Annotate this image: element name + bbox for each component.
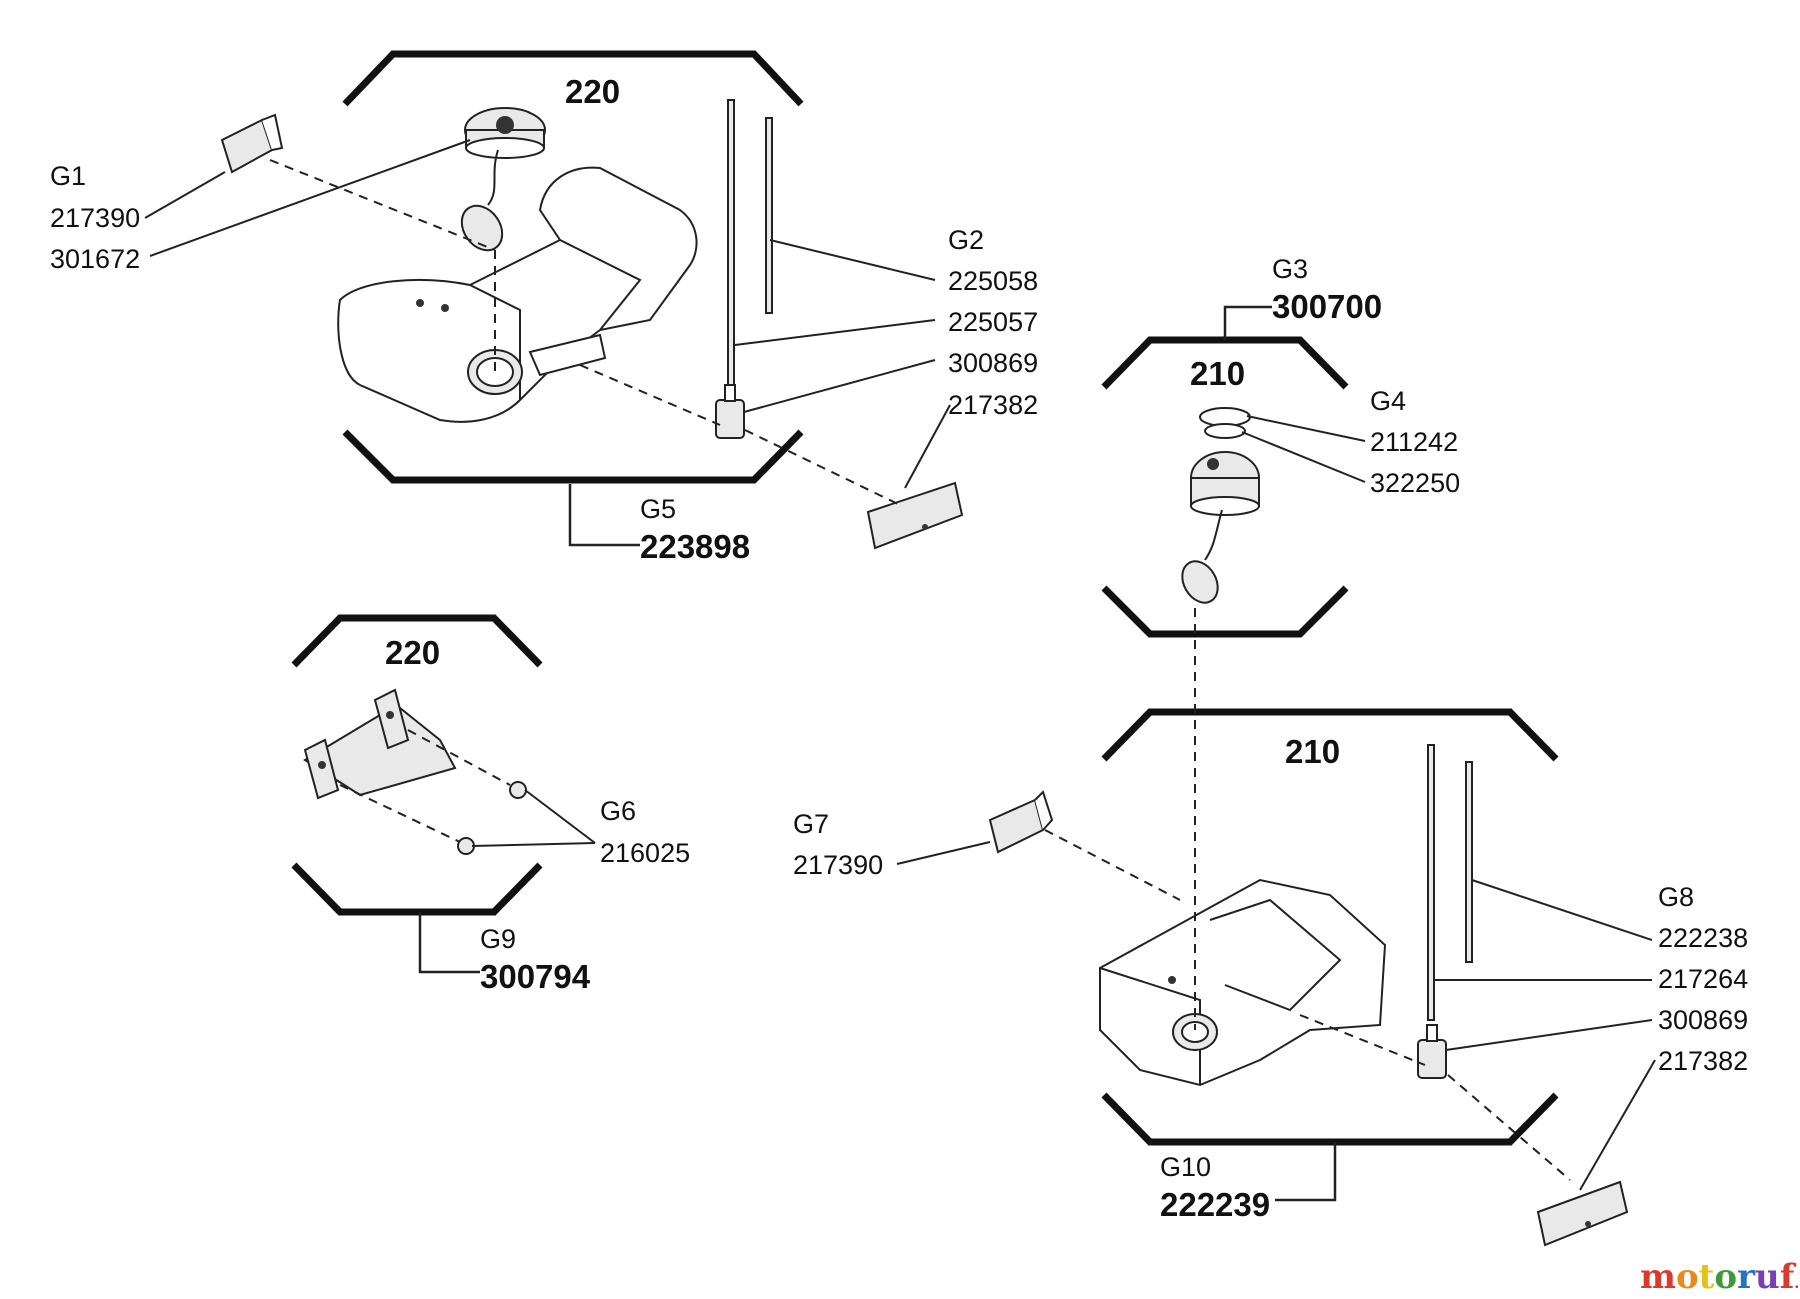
ref-g5: G5 bbox=[640, 494, 676, 524]
fuel-tank-icon bbox=[337, 166, 698, 423]
assembly-bottom-left: 220 G6 216025 G9 300794 bbox=[291, 614, 690, 995]
part-g5-223898: 223898 bbox=[640, 528, 750, 565]
ring-g4-icon bbox=[1199, 407, 1251, 439]
frame-bottom-right-upper bbox=[1101, 708, 1559, 762]
model-label-top-right: 210 bbox=[1190, 355, 1245, 392]
ref-g2: G2 bbox=[948, 225, 984, 255]
clip-217382-bottom-icon bbox=[1536, 1180, 1629, 1247]
part-g2-300869: 300869 bbox=[948, 348, 1038, 378]
assembly-top-left: 220 bbox=[50, 50, 1038, 565]
part-g6-216025: 216025 bbox=[600, 838, 690, 868]
watermark-letter: r bbox=[1737, 1257, 1756, 1297]
clip-g1-icon bbox=[220, 113, 284, 174]
watermark-logo: motoruf.de bbox=[1640, 1257, 1800, 1297]
watermark-letter: f bbox=[1780, 1257, 1797, 1297]
part-g2-217382: 217382 bbox=[948, 390, 1038, 420]
watermark-text: motoruf bbox=[1640, 1257, 1797, 1297]
frame-bottom-right-lower bbox=[1101, 1092, 1559, 1146]
assembly-bottom-right: 210 bbox=[793, 608, 1748, 1247]
watermark-letter: m bbox=[1640, 1257, 1676, 1297]
fuel-cap-icon bbox=[460, 107, 546, 252]
part-g4-211242: 211242 bbox=[1370, 427, 1458, 457]
ref-g1: G1 bbox=[50, 161, 86, 191]
ref-g6: G6 bbox=[600, 796, 636, 826]
part-g4-322250: 322250 bbox=[1370, 468, 1460, 498]
frame-top-left-upper bbox=[342, 50, 804, 107]
part-g2-225057: 225057 bbox=[948, 307, 1038, 337]
ref-g9: G9 bbox=[480, 924, 516, 954]
part-g8-222238: 222238 bbox=[1658, 923, 1748, 953]
part-g3-300700: 300700 bbox=[1272, 288, 1382, 325]
part-g8-217264: 217264 bbox=[1658, 964, 1748, 994]
part-g7-217390: 217390 bbox=[793, 850, 883, 880]
clip-g7-icon bbox=[988, 790, 1054, 854]
part-g1-217390: 217390 bbox=[50, 203, 140, 233]
part-g8-217382: 217382 bbox=[1658, 1046, 1748, 1076]
frame-bottom-left-lower bbox=[291, 862, 543, 916]
ref-g10: G10 bbox=[1160, 1152, 1211, 1182]
fuel-line-g8-icon bbox=[1427, 744, 1473, 1021]
screw-g6-icon bbox=[457, 781, 527, 855]
frame-bottom-left-upper bbox=[291, 614, 543, 668]
ref-g4: G4 bbox=[1370, 386, 1406, 416]
part-g1-301672: 301672 bbox=[50, 244, 140, 274]
fuel-cap-210-icon bbox=[1181, 451, 1260, 604]
part-g10-222239: 222239 bbox=[1160, 1186, 1270, 1223]
fuel-filter-g8-icon bbox=[1417, 1024, 1447, 1079]
model-label-bottom-right: 210 bbox=[1285, 733, 1340, 770]
frame-top-right-lower bbox=[1101, 585, 1349, 638]
model-label-top-left: 220 bbox=[565, 73, 620, 110]
ref-g8: G8 bbox=[1658, 882, 1694, 912]
watermark-suffix: .de bbox=[1794, 1276, 1800, 1292]
frame-top-left-lower bbox=[342, 429, 804, 484]
watermark-letter: o bbox=[1676, 1257, 1699, 1297]
fuel-tank-210-icon bbox=[1099, 878, 1387, 1087]
mounting-bracket-icon bbox=[303, 688, 457, 800]
part-g9-300794: 300794 bbox=[480, 958, 591, 995]
ref-g3: G3 bbox=[1272, 254, 1308, 284]
clip-217382-icon bbox=[866, 481, 964, 550]
part-g2-225058: 225058 bbox=[948, 266, 1038, 296]
fuel-filter-g2-icon bbox=[715, 384, 745, 439]
part-g8-300869: 300869 bbox=[1658, 1005, 1748, 1035]
watermark-letter: t bbox=[1699, 1257, 1715, 1297]
model-label-bottom-left: 220 bbox=[385, 634, 440, 671]
assembly-top-right: 210 G3 300700 G4 211242 322250 bbox=[1101, 254, 1460, 638]
watermark-letter: o bbox=[1714, 1257, 1737, 1297]
ref-g7: G7 bbox=[793, 809, 829, 839]
watermark-letter: u bbox=[1755, 1257, 1780, 1297]
